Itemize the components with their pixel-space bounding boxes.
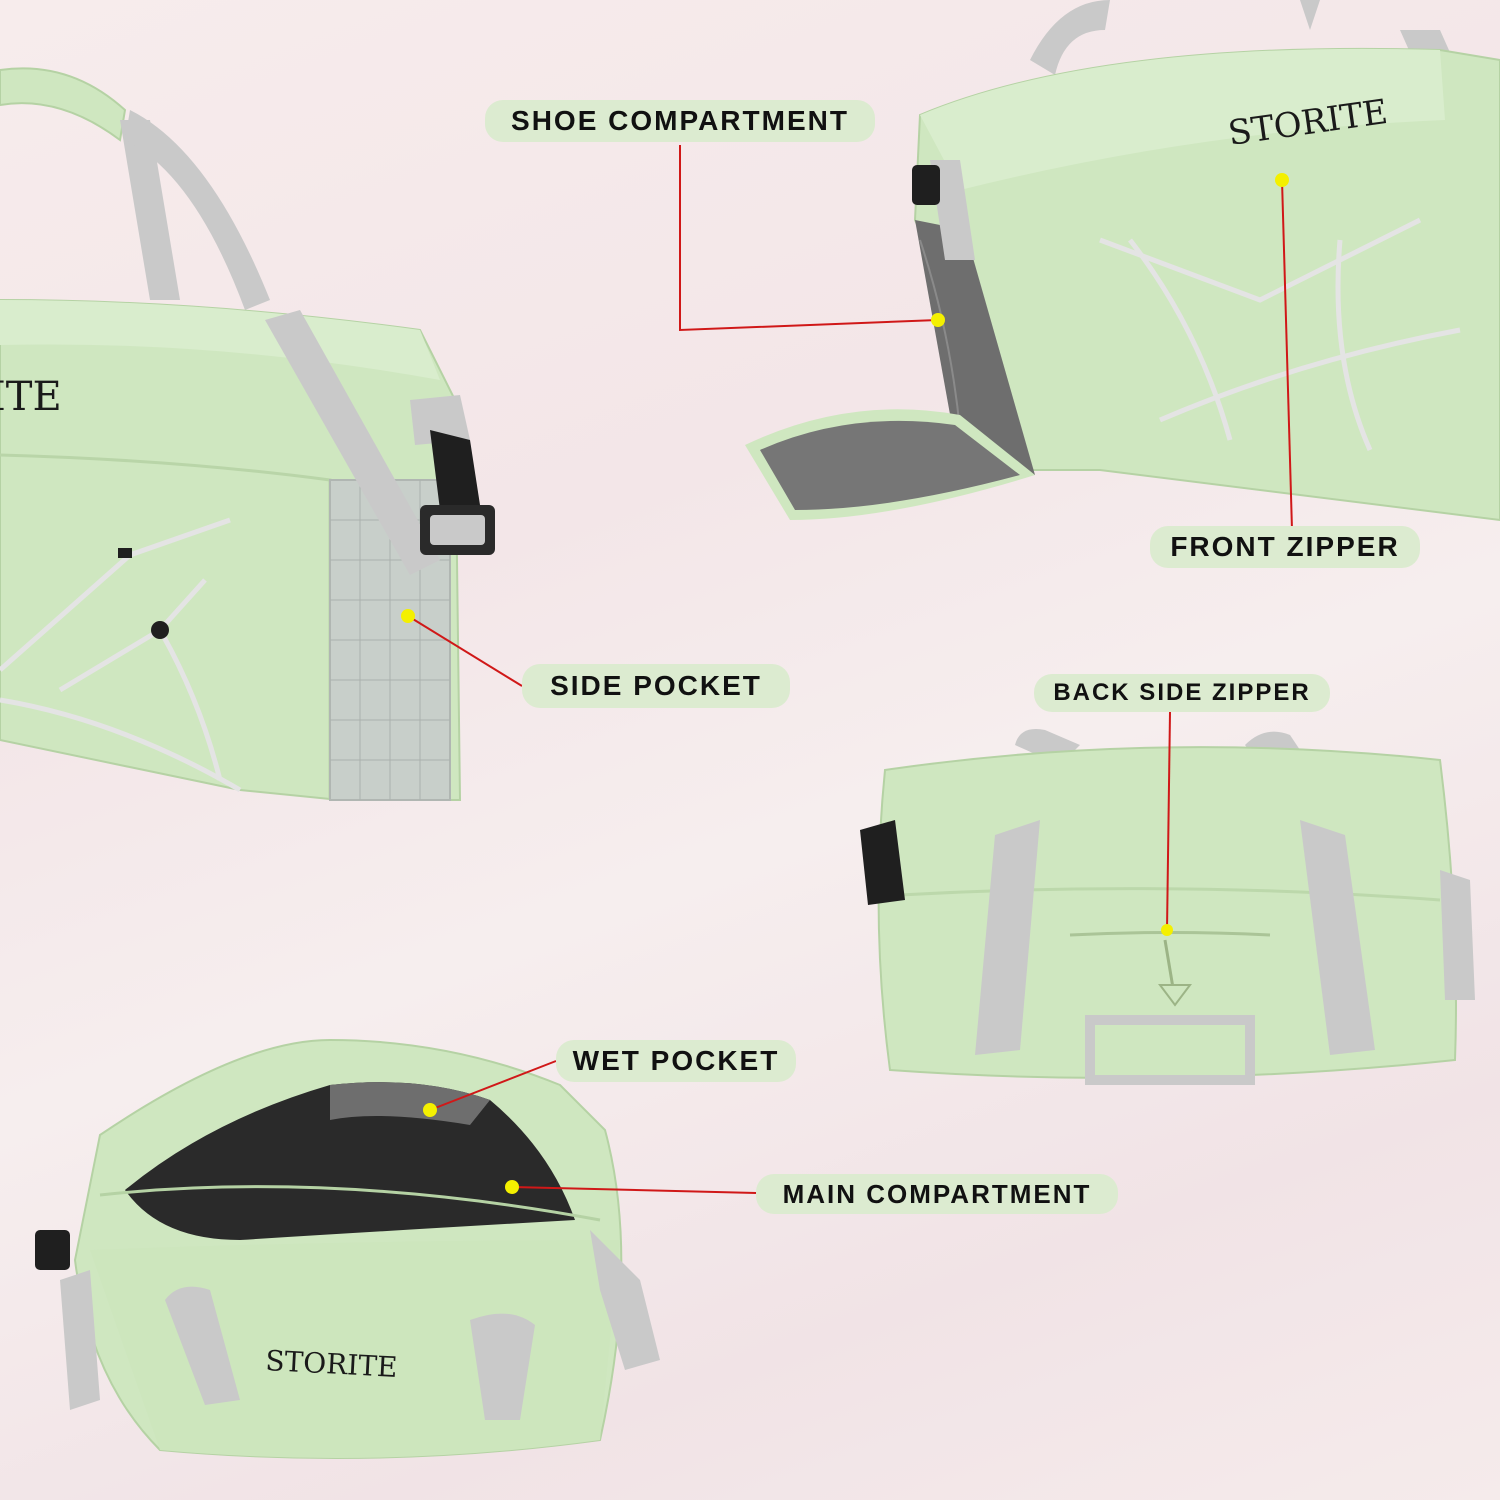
- brand-logo-bottom: STORITE: [265, 1344, 399, 1384]
- callout-front-zipper: FRONT ZIPPER: [1150, 526, 1420, 568]
- callout-wet-pocket: WET POCKET: [556, 1040, 796, 1082]
- callout-main-compartment: MAIN COMPARTMENT: [756, 1174, 1118, 1214]
- bag-shoe-compartment-view: STORITE: [745, 0, 1500, 522]
- callout-back-side-zipper: BACK SIDE ZIPPER: [1034, 674, 1330, 712]
- bag-open-view: STORITE: [35, 1038, 660, 1459]
- callout-shoe-compartment: SHOE COMPARTMENT: [485, 100, 875, 142]
- callout-markers: [401, 173, 1289, 1194]
- bag-side-view: ITE: [0, 67, 495, 801]
- callout-leader-lines: [407, 145, 1293, 1194]
- brand-logo-partial: ITE: [0, 374, 62, 420]
- callout-side-pocket: SIDE POCKET: [522, 664, 790, 708]
